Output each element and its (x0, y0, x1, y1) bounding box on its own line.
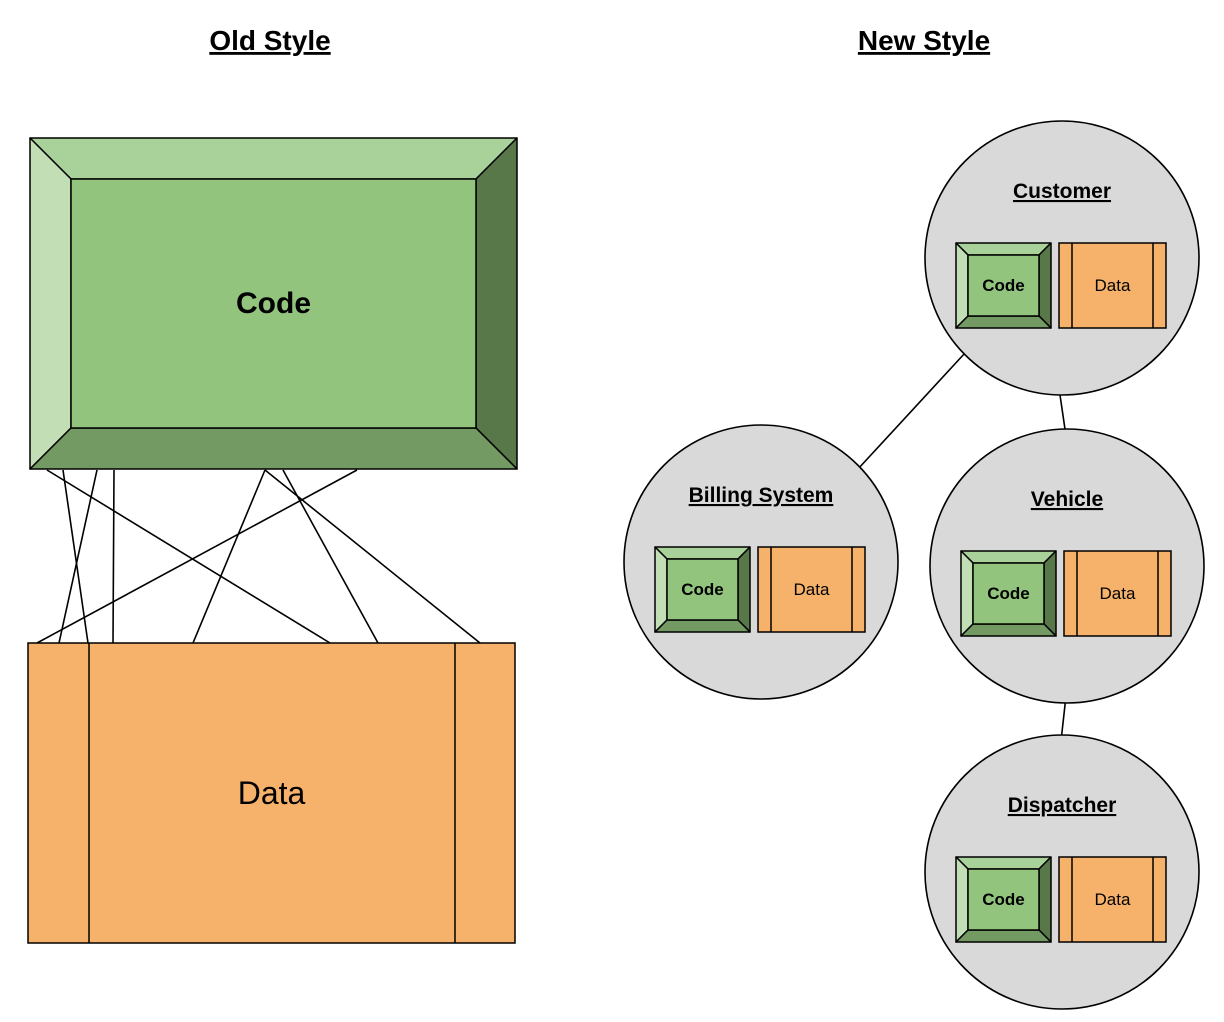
bevel-right (1043, 550, 1057, 637)
old-data-box: Data (27, 642, 516, 944)
bevel-face (967, 868, 1040, 931)
data-rect (757, 546, 866, 633)
node-data-box: Data (1063, 550, 1172, 637)
node-data-box: Data (757, 546, 866, 633)
node-code-box: Code (960, 550, 1057, 637)
bevel-right (1038, 242, 1052, 329)
node-data-box: Data (1058, 856, 1167, 943)
old-connection-line (264, 469, 481, 644)
old-style-title: Old Style (209, 25, 330, 56)
code-label: Code (987, 584, 1030, 603)
bevel-top (29, 137, 518, 180)
bevel-bottom (960, 623, 1057, 637)
data-rect (1058, 856, 1167, 943)
old-connection-line (36, 469, 358, 644)
data-rect (27, 642, 516, 944)
data-label: Data (1095, 890, 1131, 909)
bevel-face (70, 178, 477, 429)
old-connection-line (112, 469, 115, 644)
bevel-left (960, 550, 974, 637)
bevel-bottom (955, 315, 1052, 329)
old-data-block: Data (27, 642, 516, 944)
bevel-top (960, 550, 1057, 564)
code-label: Code (982, 276, 1025, 295)
data-rect (1063, 550, 1172, 637)
node-code-box: Code (654, 546, 751, 633)
bevel-bottom (955, 929, 1052, 943)
node-code-box: Code (955, 242, 1052, 329)
bevel-face (666, 558, 739, 621)
data-label: Data (1100, 584, 1136, 603)
bevel-bottom (654, 619, 751, 633)
bevel-top (955, 856, 1052, 870)
data-label: Data (794, 580, 830, 599)
data-label: Data (238, 775, 306, 811)
bevel-right (475, 137, 518, 470)
old-style-connections (36, 469, 481, 644)
node-title: Customer (1013, 180, 1111, 203)
data-rect (1058, 242, 1167, 329)
edge-customer-billing (857, 352, 966, 470)
code-label: Code (681, 580, 724, 599)
node-title: Dispatcher (1008, 794, 1117, 817)
bevel-bottom (29, 427, 518, 470)
node-data-box: Data (1058, 242, 1167, 329)
bevel-right (737, 546, 751, 633)
bevel-top (955, 242, 1052, 256)
old-connection-line (58, 469, 98, 644)
old-code-block: Code (29, 137, 518, 470)
node-code-box: Code (955, 856, 1052, 943)
node-title: Vehicle (1031, 488, 1103, 511)
bevel-face (972, 562, 1045, 625)
bevel-right (1038, 856, 1052, 943)
bevel-left (29, 137, 72, 470)
node-title: Billing System (689, 484, 834, 507)
new-style-title: New Style (858, 25, 990, 56)
old-connection-line (62, 469, 89, 644)
old-connection-line (46, 469, 331, 644)
data-label: Data (1095, 276, 1131, 295)
code-label: Code (982, 890, 1025, 909)
bevel-face (967, 254, 1040, 317)
bevel-left (955, 856, 969, 943)
bevel-left (654, 546, 668, 633)
old-connection-line (282, 469, 379, 644)
bevel-left (955, 242, 969, 329)
bevel-top (654, 546, 751, 560)
old-connection-line (192, 469, 266, 644)
code-label: Code (236, 287, 311, 320)
old-code-box: Code (29, 137, 518, 470)
